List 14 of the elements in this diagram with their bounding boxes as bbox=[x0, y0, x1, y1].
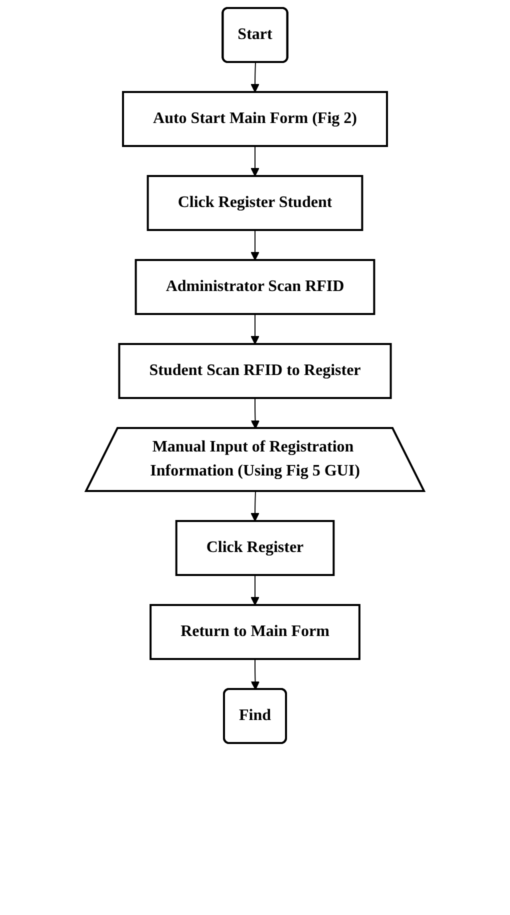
node-box: Click Register bbox=[175, 520, 335, 576]
node-box: Administrator Scan RFID bbox=[134, 259, 376, 315]
node-box: Auto Start Main Form (Fig 2) bbox=[122, 91, 388, 147]
arrow bbox=[250, 574, 260, 606]
arrow bbox=[250, 658, 260, 690]
node-box: Return to Main Form bbox=[150, 604, 360, 660]
node-box: Click Register Student bbox=[146, 175, 364, 231]
node-box: Student Scan RFID to Register bbox=[118, 343, 392, 399]
arrow bbox=[250, 146, 260, 176]
arrow bbox=[250, 230, 260, 260]
arrow bbox=[250, 398, 260, 429]
arrow bbox=[250, 62, 260, 92]
arrow bbox=[250, 491, 260, 522]
arrow bbox=[250, 314, 260, 344]
